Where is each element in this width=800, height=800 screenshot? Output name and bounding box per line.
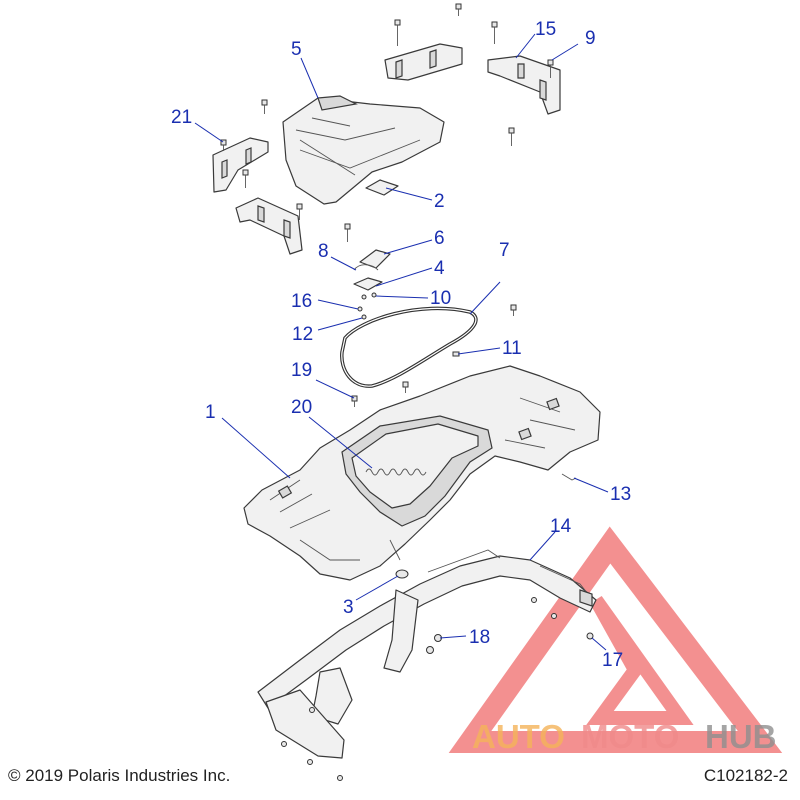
callout-8: 8 xyxy=(318,241,329,262)
watermark-wordmark: AUTO MOTO HUB xyxy=(472,718,777,755)
bolt xyxy=(394,19,401,46)
figure-id: C102182-2 xyxy=(703,766,788,785)
watermark-word-moto: MOTO xyxy=(581,718,679,755)
callout-3: 3 xyxy=(343,597,354,618)
bolt xyxy=(242,169,249,188)
grommet xyxy=(395,569,409,579)
callout-6: 6 xyxy=(434,228,445,249)
frame-bracket-lower xyxy=(265,689,345,759)
bolt xyxy=(351,395,358,407)
callout-18: 18 xyxy=(469,627,490,648)
nut-misc xyxy=(281,597,557,781)
callout-20: 20 xyxy=(291,397,312,418)
callout-12: 12 xyxy=(292,324,313,345)
frame-leg-right xyxy=(383,589,419,673)
callout-15: 15 xyxy=(535,19,556,40)
callout-19: 19 xyxy=(291,360,312,381)
bolt xyxy=(296,203,303,220)
nut-17 xyxy=(586,632,594,640)
frame-leg-left xyxy=(311,667,353,725)
latch-base xyxy=(353,277,383,291)
callout-4: 4 xyxy=(434,258,445,279)
bracket-left-upper xyxy=(212,137,269,193)
bolt xyxy=(455,3,462,16)
callout-labels: 1 2 3 4 5 6 7 8 9 10 11 12 13 14 15 16 1… xyxy=(171,19,631,671)
seal-gasket xyxy=(340,306,478,388)
bolt xyxy=(344,223,351,242)
bracket-left-lower xyxy=(235,197,303,255)
bracket-top-center xyxy=(384,43,463,81)
callout-17: 17 xyxy=(602,650,623,671)
clip-13 xyxy=(561,473,577,481)
leader-lines xyxy=(194,33,609,651)
latch-assembly xyxy=(353,249,391,320)
copyright-notice: © 2019 Polaris Industries Inc. xyxy=(8,766,231,785)
callout-9: 9 xyxy=(585,28,596,49)
rear-rack-body xyxy=(243,365,601,581)
latch-plate xyxy=(359,249,391,269)
callout-2: 2 xyxy=(434,191,445,212)
bolt xyxy=(491,21,498,44)
automotohub-watermark xyxy=(448,526,783,753)
bolt xyxy=(547,59,554,78)
bolt-set xyxy=(220,3,554,407)
callout-16: 16 xyxy=(291,291,312,312)
support-frame xyxy=(257,549,597,759)
spring xyxy=(365,468,427,476)
bolt xyxy=(402,381,409,393)
watermark-triangle xyxy=(448,526,783,753)
bolt xyxy=(508,127,515,146)
callout-11: 11 xyxy=(502,338,522,359)
watermark-inner-mark xyxy=(586,595,694,725)
callout-21: 21 xyxy=(171,107,192,128)
callout-1: 1 xyxy=(205,402,216,423)
callout-13: 13 xyxy=(610,484,631,505)
bracket-top-right xyxy=(487,55,561,115)
nut-set-18 xyxy=(426,634,442,654)
bolt xyxy=(261,99,268,114)
decal-plate xyxy=(365,179,399,196)
bolt xyxy=(510,304,517,316)
callout-5: 5 xyxy=(291,39,302,60)
storage-lid xyxy=(282,95,445,205)
bolt xyxy=(220,139,227,151)
watermark-word-hub: HUB xyxy=(705,718,777,755)
latch-spring xyxy=(353,264,379,271)
callout-7: 7 xyxy=(499,240,510,261)
watermark-word-auto: AUTO xyxy=(472,718,565,755)
callout-14: 14 xyxy=(550,516,572,537)
callout-10: 10 xyxy=(430,288,451,309)
